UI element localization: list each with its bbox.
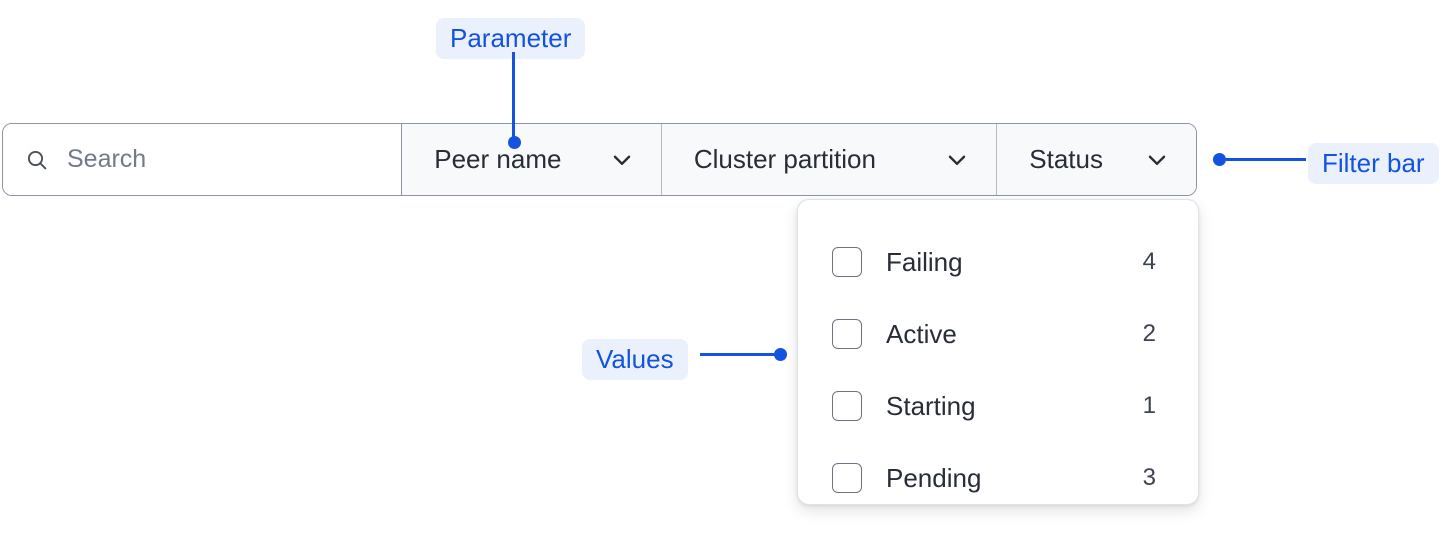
annotation-dot-filter-bar <box>1213 153 1226 166</box>
annotation-label-values: Values <box>582 339 688 380</box>
option-count: 4 <box>1142 248 1156 275</box>
option-count: 2 <box>1142 320 1156 347</box>
chevron-down-icon <box>949 155 966 165</box>
filter-bar: Peer name Cluster partition Status <box>2 123 1197 196</box>
checkbox-pending[interactable] <box>832 463 862 493</box>
option-label: Pending <box>886 462 982 493</box>
option-count: 3 <box>1142 464 1156 491</box>
annotation-connector-filter-bar <box>1226 158 1306 161</box>
filter-dropdown-cluster-partition[interactable]: Cluster partition <box>661 124 998 195</box>
list-item[interactable]: Failing 4 <box>798 226 1198 298</box>
annotation-connector-values <box>700 353 782 356</box>
option-count: 1 <box>1142 392 1156 419</box>
option-label: Failing <box>886 246 963 277</box>
list-item[interactable]: Pending 3 <box>798 442 1198 514</box>
search-icon <box>27 150 47 169</box>
status-dropdown-panel: Failing 4 Active 2 Starting 1 Pending 3 <box>797 199 1199 505</box>
filter-label-peer-name: Peer name <box>434 144 562 174</box>
filter-label-status: Status <box>1029 144 1103 174</box>
annotation-label-filter-bar: Filter bar <box>1308 143 1439 184</box>
list-item[interactable]: Starting 1 <box>798 370 1198 442</box>
annotation-label-parameter: Parameter <box>436 18 586 59</box>
search-field[interactable] <box>3 124 403 195</box>
checkbox-active[interactable] <box>832 319 862 349</box>
option-label: Active <box>886 318 957 349</box>
list-item[interactable]: Active 2 <box>798 298 1198 370</box>
search-input[interactable] <box>67 145 387 174</box>
option-label: Starting <box>886 390 976 421</box>
checkbox-failing[interactable] <box>832 247 862 277</box>
annotation-connector-parameter <box>512 52 515 142</box>
chevron-down-icon <box>613 155 631 165</box>
annotation-dot-parameter <box>508 136 521 149</box>
chevron-down-icon <box>1148 155 1166 165</box>
annotation-dot-values <box>774 348 787 361</box>
filter-dropdown-peer-name[interactable]: Peer name <box>402 124 662 195</box>
checkbox-starting[interactable] <box>832 391 862 421</box>
filter-label-cluster-partition: Cluster partition <box>693 144 876 174</box>
filter-dropdown-status[interactable]: Status <box>997 124 1196 195</box>
